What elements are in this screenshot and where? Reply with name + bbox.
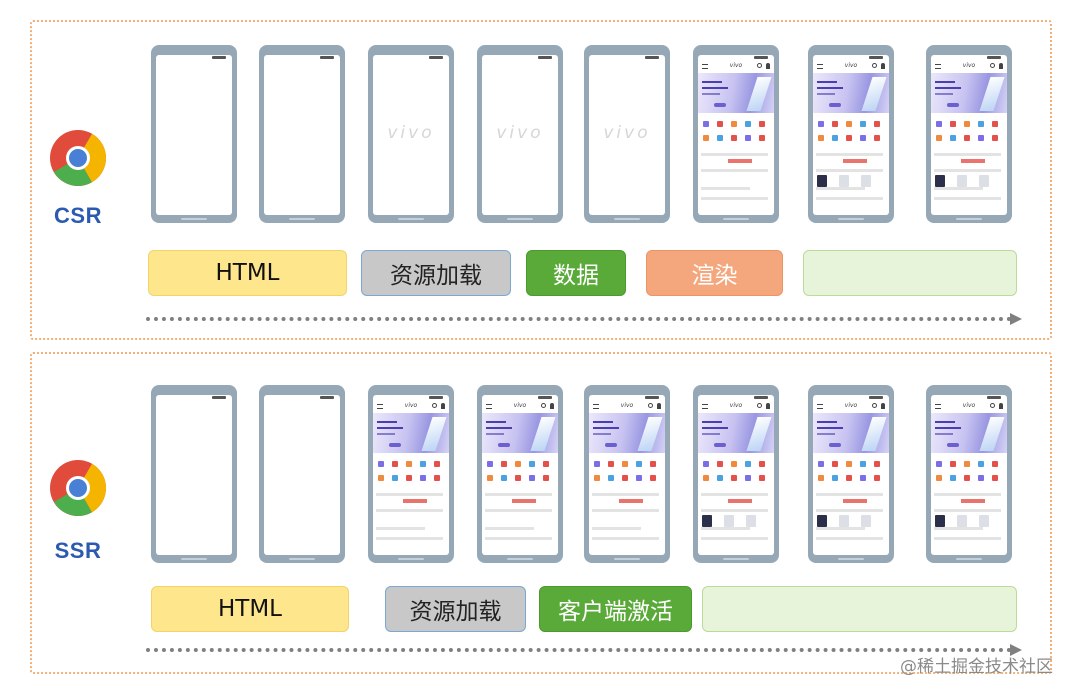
phone-screen: vivo bbox=[482, 55, 558, 215]
phone-screen: vivo bbox=[373, 55, 449, 215]
phone-mockup: vivo bbox=[693, 385, 779, 563]
phone-screen: vivo bbox=[698, 395, 774, 555]
phone-mockup: vivo bbox=[477, 385, 563, 563]
phone-screen: vivo bbox=[373, 395, 449, 555]
csr-panel bbox=[30, 20, 1052, 340]
phone-screen: vivo bbox=[813, 55, 889, 215]
stage-bar: 资源加载 bbox=[385, 586, 526, 632]
phone-mockup: vivo bbox=[926, 45, 1012, 223]
brand-logo-text: vivo bbox=[387, 123, 435, 143]
phone-mockup: vivo bbox=[926, 385, 1012, 563]
csr-arrowhead bbox=[1010, 313, 1022, 325]
phone-screen: vivo bbox=[931, 395, 1007, 555]
phone-mockup bbox=[259, 45, 345, 223]
phone-mockup bbox=[151, 45, 237, 223]
phone-mockup: vivo bbox=[477, 45, 563, 223]
brand-logo-text: vivo bbox=[603, 123, 651, 143]
stage-bar bbox=[702, 586, 1017, 632]
phone-mockup bbox=[151, 385, 237, 563]
ssr-panel bbox=[30, 352, 1052, 674]
phone-mockup: vivo bbox=[584, 385, 670, 563]
phone-mockup bbox=[259, 385, 345, 563]
phone-screen bbox=[264, 395, 340, 555]
chrome-icon bbox=[50, 130, 106, 186]
phone-mockup: vivo bbox=[368, 45, 454, 223]
stage-bar bbox=[803, 250, 1017, 296]
csr-timeline-arrow bbox=[146, 317, 1012, 321]
watermark: @稀土掘金技术社区 bbox=[900, 657, 1053, 677]
phone-screen: vivo bbox=[813, 395, 889, 555]
chrome-icon bbox=[50, 460, 106, 516]
phone-mockup: vivo bbox=[808, 385, 894, 563]
phone-screen: vivo bbox=[482, 395, 558, 555]
stage-bar: 渲染 bbox=[646, 250, 783, 296]
ssr-label: SSR bbox=[54, 538, 102, 563]
phone-screen: vivo bbox=[698, 55, 774, 215]
ssr-arrowhead bbox=[1010, 644, 1022, 656]
phone-mockup: vivo bbox=[584, 45, 670, 223]
phone-screen: vivo bbox=[931, 55, 1007, 215]
csr-label: CSR bbox=[54, 203, 102, 228]
ssr-timeline-arrow bbox=[146, 648, 1012, 652]
phone-screen: vivo bbox=[589, 55, 665, 215]
phone-mockup: vivo bbox=[368, 385, 454, 563]
phone-screen: vivo bbox=[589, 395, 665, 555]
phone-mockup: vivo bbox=[693, 45, 779, 223]
phone-mockup: vivo bbox=[808, 45, 894, 223]
stage-bar: 数据 bbox=[526, 250, 626, 296]
stage-bar: HTML bbox=[148, 250, 347, 296]
phone-screen bbox=[156, 395, 232, 555]
stage-bar: 资源加载 bbox=[361, 250, 511, 296]
stage-bar: 客户端激活 bbox=[539, 586, 692, 632]
stage-bar: HTML bbox=[151, 586, 349, 632]
phone-screen bbox=[264, 55, 340, 215]
brand-logo-text: vivo bbox=[496, 123, 544, 143]
phone-screen bbox=[156, 55, 232, 215]
